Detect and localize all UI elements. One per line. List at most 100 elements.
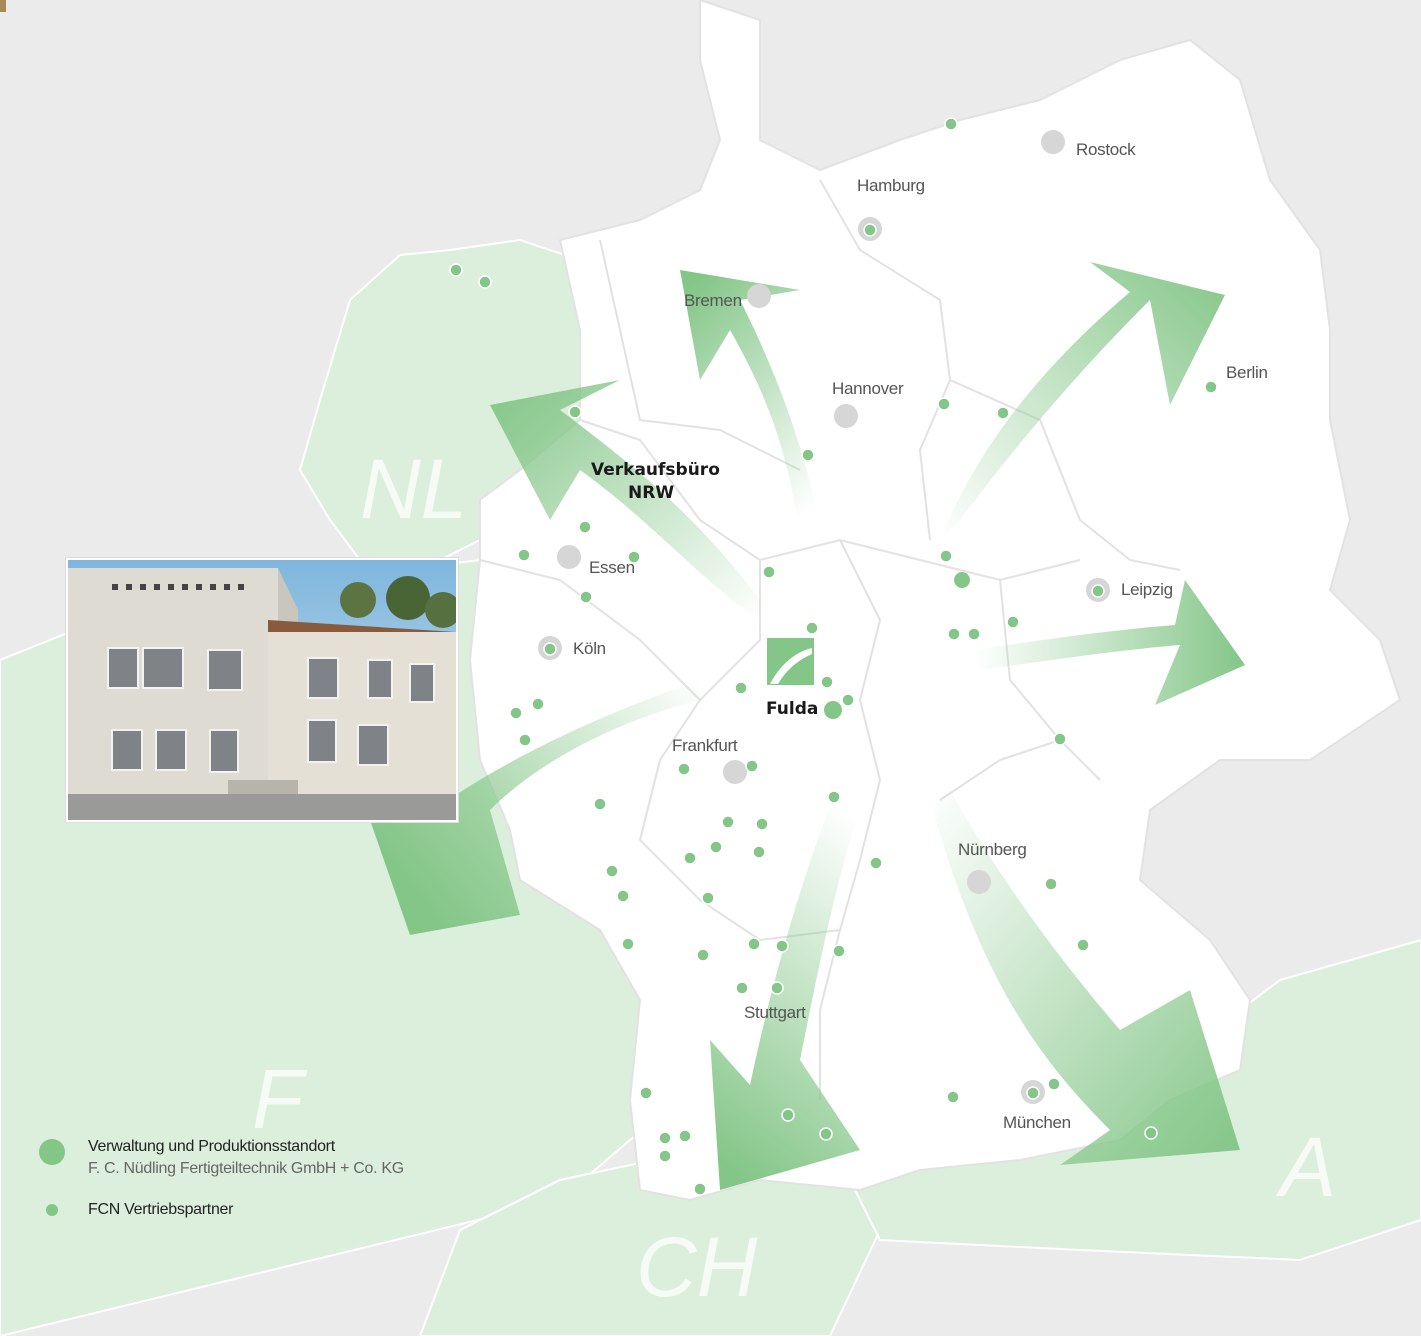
- partner-dot: [735, 981, 749, 995]
- arrow-west: [370, 680, 700, 935]
- city-marker-bremen: [747, 284, 771, 308]
- partner-dot: [709, 840, 723, 854]
- partner-dot: [449, 263, 463, 277]
- arrow-east: [975, 580, 1245, 705]
- partner-dot: [755, 817, 769, 831]
- partner-dot: [1026, 1086, 1040, 1100]
- partner-dot: [996, 406, 1010, 420]
- partner-dot: [509, 706, 523, 720]
- partner-dot: [678, 1129, 692, 1143]
- partner-dot: [939, 549, 953, 563]
- partner-dot: [827, 790, 841, 804]
- partner-dot: [1044, 877, 1058, 891]
- distribution-arrows: [370, 262, 1245, 1190]
- partner-dot: [578, 520, 592, 534]
- legend-partner-marker: [36, 1194, 68, 1226]
- partner-dot: [832, 944, 846, 958]
- partner-dot: [752, 845, 766, 859]
- arrow-northeast: [940, 262, 1225, 540]
- partner-dot: [745, 759, 759, 773]
- partner-dot: [531, 697, 545, 711]
- country-label-a: A: [1275, 1120, 1336, 1214]
- arrow-southeast: [930, 790, 1240, 1165]
- partner-dot: [1047, 1077, 1061, 1091]
- legend-production-marker: [36, 1136, 68, 1168]
- legend-row-production: Verwaltung und Produktionsstandort F. C.…: [36, 1136, 404, 1180]
- partner-dot: [593, 797, 607, 811]
- partner-dot: [1053, 732, 1067, 746]
- sales-office-line2: NRW: [628, 483, 674, 503]
- partner-dot: [658, 1131, 672, 1145]
- partner-dot: [1076, 938, 1090, 952]
- partner-dot: [627, 550, 641, 564]
- city-label-essen: Essen: [589, 558, 635, 577]
- legend-production-title: Verwaltung und Produktionsstandort: [88, 1138, 335, 1155]
- partner-dot: [543, 642, 557, 656]
- production-site-marker: [954, 572, 970, 588]
- city-label-hamburg: Hamburg: [857, 176, 925, 195]
- city-label-muenchen: München: [1003, 1113, 1071, 1132]
- partner-dot: [869, 856, 883, 870]
- partner-dot: [841, 693, 855, 707]
- partner-dot: [801, 448, 815, 462]
- partner-dot: [944, 117, 958, 131]
- partner-dot: [805, 621, 819, 635]
- partner-dot: [605, 864, 619, 878]
- building-photo: [66, 558, 458, 822]
- city-marker-hannover: [834, 404, 858, 428]
- partner-dot: [747, 937, 761, 951]
- partner-dot: [770, 981, 784, 995]
- partner-dot: [967, 627, 981, 641]
- partner-dot: [639, 1086, 653, 1100]
- production-sites: [824, 572, 970, 719]
- partner-dot: [946, 1090, 960, 1104]
- partner-dot: [775, 939, 789, 953]
- partner-dot: [517, 548, 531, 562]
- partner-dot: [696, 948, 710, 962]
- partner-dot: [677, 762, 691, 776]
- arrow-south: [710, 780, 870, 1190]
- city-marker-frankfurt: [723, 760, 747, 784]
- partner-dot: [616, 889, 630, 903]
- partner-dot: [762, 565, 776, 579]
- partner-dot: [947, 627, 961, 641]
- city-label-koeln: Köln: [573, 639, 606, 658]
- partner-dot: [1006, 615, 1020, 629]
- city-label-bremen: Bremen: [684, 291, 742, 310]
- partner-dot: [1091, 584, 1105, 598]
- partner-dot: [693, 1182, 707, 1196]
- partner-dot: [1204, 380, 1218, 394]
- partner-dot: [658, 1149, 672, 1163]
- sales-office-line1: Verkaufsbüro: [591, 460, 720, 480]
- fulda-logo: Fulda: [766, 638, 818, 719]
- partner-dot: [937, 397, 951, 411]
- city-label-nuernberg: Nürnberg: [958, 840, 1026, 859]
- corner-mark: [0, 0, 6, 12]
- partner-dot: [863, 223, 877, 237]
- city-label-leipzig: Leipzig: [1121, 580, 1173, 599]
- production-site-marker: [824, 701, 842, 719]
- city-label-frankfurt: Frankfurt: [672, 736, 738, 755]
- partner-dot: [701, 891, 715, 905]
- country-label-ch: CH: [636, 1220, 758, 1314]
- partner-dot: [579, 590, 593, 604]
- map-legend: Verwaltung und Produktionsstandort F. C.…: [36, 1136, 404, 1240]
- partner-dot: [734, 681, 748, 695]
- city-marker-essen: [557, 545, 581, 569]
- country-label-nl: NL: [360, 442, 467, 536]
- city-marker-nuernberg: [967, 870, 991, 894]
- partner-dot: [1144, 1126, 1158, 1140]
- legend-partner-title: FCN Vertriebspartner: [88, 1201, 234, 1218]
- building-illustration: [68, 560, 456, 820]
- partner-dot: [721, 815, 735, 829]
- country-labels: NL F CH A: [252, 442, 1336, 1314]
- partner-dot: [478, 275, 492, 289]
- partner-dot: [518, 733, 532, 747]
- partner-dot: [819, 1127, 833, 1141]
- city-label-hannover: Hannover: [832, 379, 904, 398]
- arrow-north: [680, 270, 820, 540]
- country-label-f: F: [252, 1052, 308, 1146]
- partner-dot: [781, 1108, 795, 1122]
- city-labels: Hamburg Rostock Bremen Hannover Berlin E…: [573, 140, 1268, 1132]
